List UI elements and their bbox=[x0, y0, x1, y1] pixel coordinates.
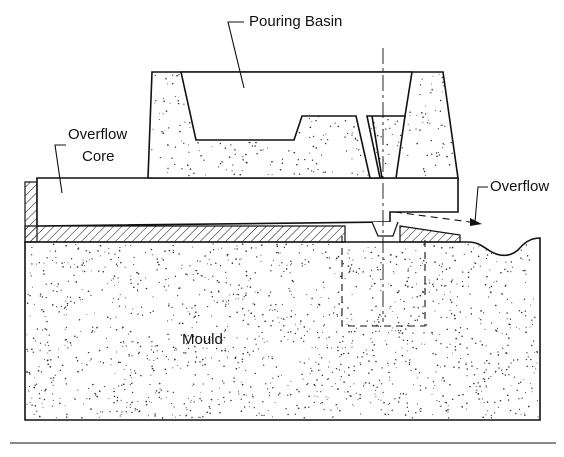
pouring-basin-leader bbox=[227, 21, 245, 89]
casting-cavity-outline bbox=[341, 236, 426, 327]
label-overflow-core-line1: Overflow bbox=[68, 126, 127, 143]
mould-sand-texture bbox=[26, 243, 539, 419]
sprue-opening bbox=[371, 221, 399, 237]
overflow-core-leader bbox=[54, 144, 66, 194]
overflow-leader bbox=[474, 186, 488, 223]
leader-lines bbox=[54, 21, 488, 226]
label-mould: Mould bbox=[182, 331, 223, 348]
label-pouring-basin: Pouring Basin bbox=[249, 13, 342, 30]
overflow-flow-path bbox=[394, 211, 471, 223]
mould-body bbox=[24, 237, 541, 421]
left-hatched-wall bbox=[24, 181, 38, 243]
overflow-core-bar bbox=[36, 177, 459, 227]
label-overflow-core-line2: Core bbox=[82, 148, 115, 165]
pouring-basin-block bbox=[147, 71, 459, 179]
label-overflow: Overflow bbox=[490, 178, 549, 195]
overflow-arrow-icon bbox=[470, 218, 482, 226]
